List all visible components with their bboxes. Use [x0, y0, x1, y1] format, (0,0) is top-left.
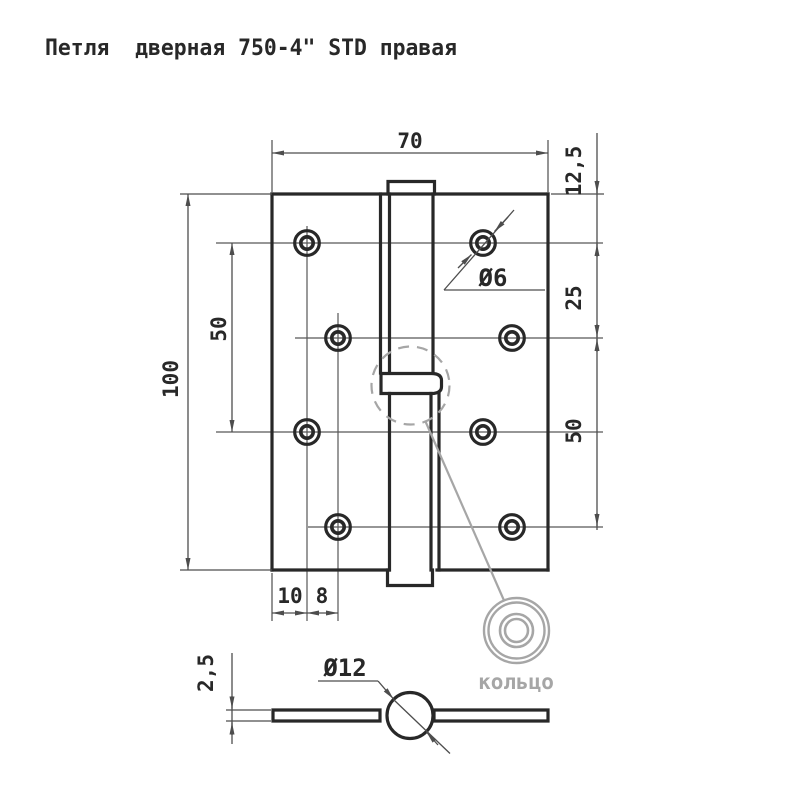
knuckle-strap	[379, 179, 444, 588]
dim-bottom-columns: 10 8	[271, 573, 338, 621]
barrel-diameter-label: Ø12	[322, 654, 366, 682]
hole-diameter-label: Ø6	[478, 264, 508, 292]
hole-diameter-callout: Ø6	[443, 209, 545, 292]
dim-8-label: 8	[316, 584, 329, 608]
dim-width-label: 70	[397, 129, 422, 153]
detail-boundary-circle	[370, 345, 451, 426]
dim-height: 100	[159, 193, 272, 571]
dim-thickness-label: 2,5	[194, 654, 218, 692]
dim-height-label: 100	[159, 360, 183, 398]
center-lines	[216, 226, 603, 621]
profile-outline	[271, 690, 550, 741]
bottom-view: 2,5 Ø12	[194, 653, 550, 754]
ring-detail-label: кольцо	[478, 670, 554, 694]
dim-thickness: 2,5	[194, 653, 271, 744]
front-view: 70 100 50 12,5 25 50	[159, 129, 604, 694]
dim-left-50-label: 50	[207, 316, 231, 341]
dim-right-50-label: 50	[562, 418, 586, 443]
ring-detail-callout: кольцо	[370, 345, 554, 694]
dim-10-label: 10	[277, 584, 302, 608]
dim-right-chain: 12,5 25 50	[551, 133, 604, 530]
drawing-title: Петля дверная 750-4" STD правая	[45, 35, 457, 61]
hinge-plate-outline	[270, 192, 550, 572]
dim-25-label: 25	[562, 285, 586, 310]
dim-left-hole-spacing: 50	[207, 243, 235, 432]
ring-detail-view	[482, 596, 551, 665]
barrel-diameter-callout: Ø12	[318, 654, 451, 754]
knuckle-barrel	[385, 690, 435, 741]
dim-12-5-label: 12,5	[562, 146, 586, 197]
ring-step	[379, 371, 444, 396]
dim-width: 70	[271, 129, 549, 192]
